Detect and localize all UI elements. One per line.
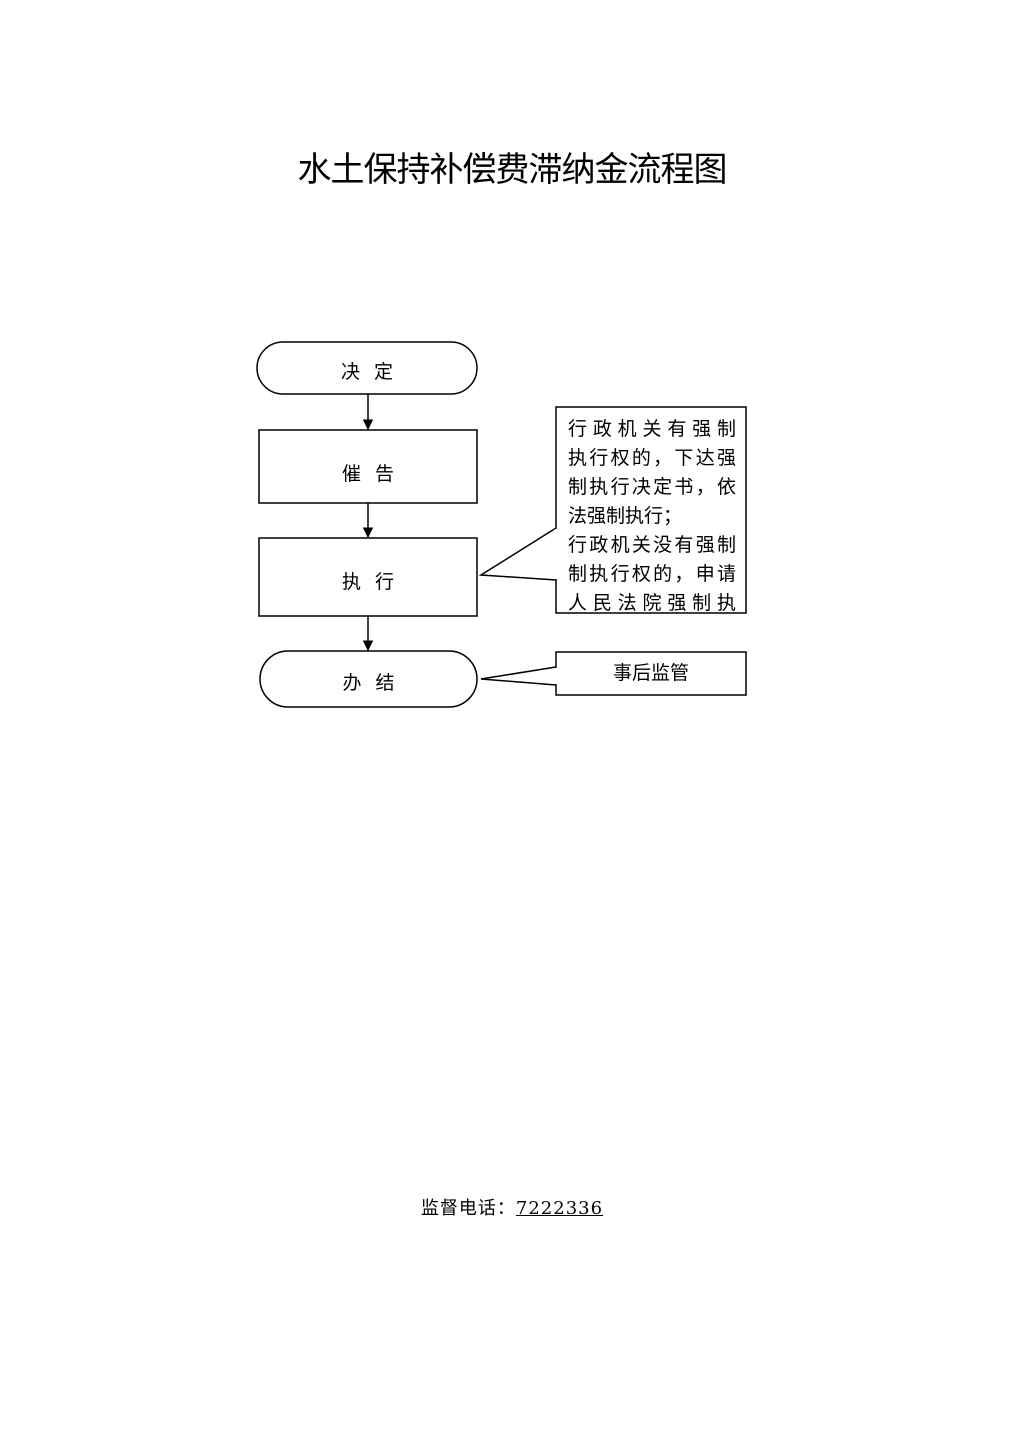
step-execute-label: 执行 — [341, 571, 408, 593]
note-execute-line: 制执行决定书，依 — [568, 476, 736, 498]
note-execute-line: 制执行权的，申请 — [568, 563, 736, 585]
note-execute-line: 行政机关没有强制 — [568, 534, 736, 556]
step-decide-label: 决定 — [340, 361, 407, 383]
phone-label: 监督电话： — [420, 1198, 516, 1219]
supervision-phone: 监督电话：7222336 — [0, 1194, 1024, 1220]
step-decide-shape — [256, 341, 478, 395]
note-execute-line: 法强制执行； — [568, 505, 683, 527]
note-finish-shape — [555, 651, 747, 696]
callout-pointer-finish — [480, 666, 557, 686]
phone-number: 7222336 — [515, 1198, 604, 1219]
step-notice-label: 催告 — [341, 463, 408, 485]
note-execute-line: 行政机关有强制 — [568, 418, 736, 440]
note-execute-shape — [555, 406, 747, 614]
callout-pointer-execute — [478, 527, 557, 581]
step-execute-shape — [258, 537, 478, 617]
note-execute-line: 执行权的，下达强 — [568, 447, 736, 469]
step-finish-label: 办结 — [342, 672, 409, 694]
note-execute: 行政机关有强制 执行权的，下达强 制执行决定书，依 法强制执行； 行政机关没有强… — [556, 407, 746, 613]
note-finish: 事后监管 — [612, 662, 689, 684]
page-title: 水土保持补偿费滞纳金流程图 — [297, 150, 728, 190]
note-execute-line: 人民法院强制执 — [568, 592, 736, 613]
